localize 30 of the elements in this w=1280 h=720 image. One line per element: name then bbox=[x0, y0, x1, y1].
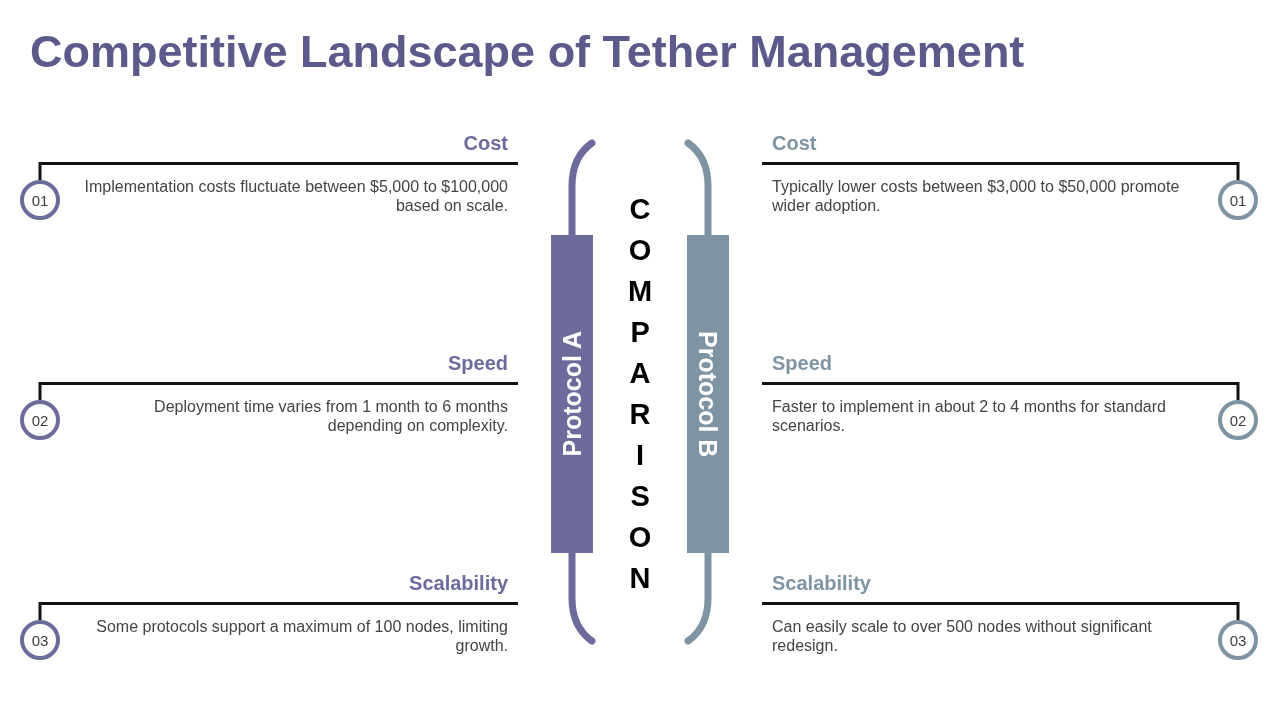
step-number: 02 bbox=[1218, 400, 1258, 440]
protocol-bar bbox=[687, 235, 729, 553]
item-description: Faster to implement in about 2 to 4 months for standard scenarios. bbox=[771, 397, 1167, 435]
connector-line bbox=[1208, 162, 1240, 180]
item-description: Typically lower costs between $3,000 to $50,000 promote wider adoption. bbox=[771, 177, 1181, 215]
connector-line bbox=[38, 382, 70, 400]
page-title: Competitive Landscape of Tether Management bbox=[30, 25, 1025, 79]
step-number: 01 bbox=[20, 180, 60, 220]
step-number: 03 bbox=[20, 620, 60, 660]
item-description: Can easily scale to over 500 nodes without significant redesign. bbox=[771, 617, 1153, 655]
protocol-bar bbox=[551, 235, 593, 553]
item-heading: Cost bbox=[771, 131, 818, 156]
bar-label: Protocol A bbox=[558, 331, 586, 457]
step-number: 01 bbox=[1218, 180, 1258, 220]
step-number: 03 bbox=[1218, 620, 1258, 660]
bar-label: Protocol B bbox=[694, 330, 722, 458]
vertical-heading: COMPARISON bbox=[627, 192, 654, 596]
item-description: Implementation costs fluctuate between $5,000 to $100,000 based on scale. bbox=[83, 177, 509, 215]
item-description: Deployment time varies from 1 month to 6 months depending on complexity. bbox=[153, 397, 509, 435]
item-heading: Cost bbox=[462, 131, 509, 156]
item-heading: Scalability bbox=[408, 571, 509, 596]
connector-line bbox=[1208, 382, 1240, 400]
item-heading: Scalability bbox=[771, 571, 872, 596]
connector-line bbox=[38, 602, 70, 620]
step-number: 02 bbox=[20, 400, 60, 440]
connector-line bbox=[1208, 602, 1240, 620]
connector-line bbox=[38, 162, 70, 180]
item-description: Some protocols support a maximum of 100 nodes, limiting growth. bbox=[95, 617, 509, 655]
item-heading: Speed bbox=[446, 351, 509, 376]
item-heading: Speed bbox=[771, 351, 834, 376]
